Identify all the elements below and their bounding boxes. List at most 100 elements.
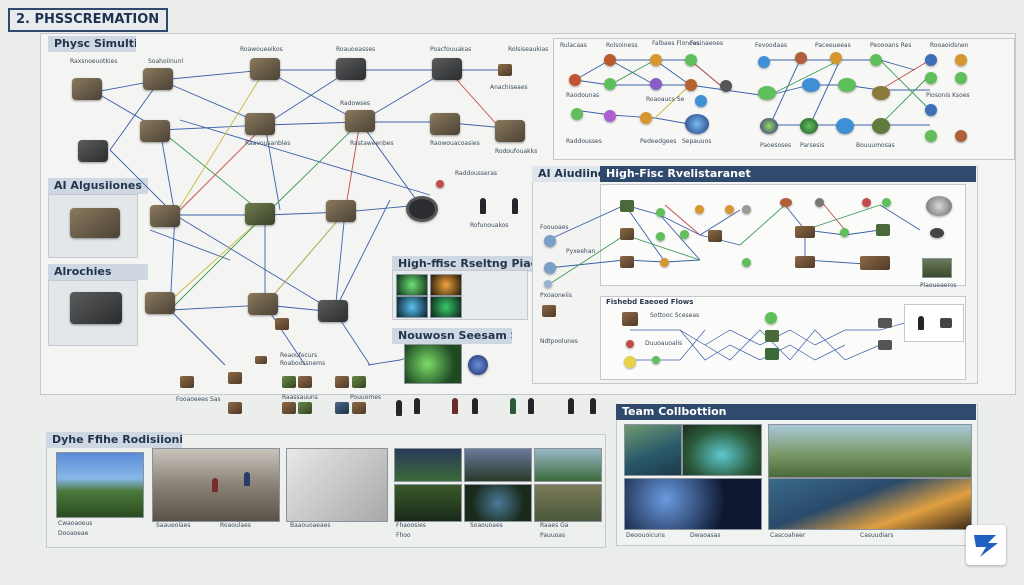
section-header-team: Team Collbottion <box>616 404 976 420</box>
machine-icon <box>876 224 890 236</box>
machine-icon <box>878 340 892 350</box>
machine-icon <box>620 200 634 212</box>
thumbnail-caption: Fhoo <box>396 532 411 539</box>
page-title-text: PHSSCREMATION <box>34 12 160 27</box>
node-orb <box>544 262 556 274</box>
flow-sub-title: Fishebd Eaeoed Flows <box>606 298 694 306</box>
node-orb <box>870 54 882 66</box>
rock-icon <box>926 196 952 216</box>
landscape-thumbnail <box>464 448 532 482</box>
thumbnail-caption: Casuudiars <box>860 532 894 539</box>
machine-node <box>140 120 170 142</box>
node-caption: Bouuumosas <box>856 142 895 149</box>
section-header-arches: Alrochies <box>48 264 148 280</box>
node-orb <box>872 86 890 100</box>
figure-icon <box>472 398 478 414</box>
node-caption: Paceeueeas <box>815 42 851 49</box>
node-orb <box>758 56 770 68</box>
red-sensor-icon <box>436 180 444 188</box>
machine-node <box>430 113 460 135</box>
part-icon <box>228 372 242 384</box>
node-caption: Soahoiinunl <box>148 58 184 65</box>
node-caption: Plaoueaeros <box>920 282 957 289</box>
render-thumbnail <box>430 296 462 318</box>
node-orb <box>760 118 778 134</box>
space-thumbnail <box>624 478 762 530</box>
node-orb <box>836 118 854 134</box>
part-icon <box>352 402 366 414</box>
machine-icon <box>498 64 512 76</box>
part-icon <box>298 402 312 414</box>
landscape-thumbnail <box>56 452 144 518</box>
node-orb <box>571 108 583 120</box>
node-orb <box>800 118 818 134</box>
thumbnail-caption: Pauuoas <box>540 532 566 539</box>
figure-icon <box>244 472 250 486</box>
node-caption: Rastaweenbes <box>350 140 394 147</box>
node-orb <box>925 130 937 142</box>
node-orb <box>862 198 871 207</box>
node-caption: Anachiseaes <box>490 84 528 91</box>
machine-node <box>145 292 175 314</box>
thumbnail-caption: Dwaoasas <box>690 532 721 539</box>
node-caption: Raowouacoasies <box>430 140 480 147</box>
figure-icon <box>414 398 420 414</box>
node-orb <box>925 54 937 66</box>
landscape-thumbnail <box>624 424 682 476</box>
node-caption: Fasinaeoes <box>690 40 724 47</box>
figure-icon <box>510 398 516 414</box>
node-caption: Sottooc Sceseas <box>650 312 700 319</box>
part-icon <box>282 376 296 388</box>
node-orb <box>685 54 697 66</box>
node-orb <box>695 205 704 214</box>
node-caption: Raassauuns <box>282 394 318 401</box>
node-caption: Rofunouakos <box>470 222 509 229</box>
node-orb <box>838 78 856 92</box>
neuron-thumbnail <box>404 344 462 384</box>
node-orb <box>742 258 751 267</box>
machine-icon <box>620 228 634 240</box>
machine-icon <box>795 226 815 238</box>
machine-node <box>72 78 102 100</box>
thumbnail-caption: Fhaoosies <box>396 522 426 529</box>
machine-icon <box>765 330 779 342</box>
machine-node <box>495 120 525 142</box>
node-orb <box>650 54 662 66</box>
page-title: 2. PHSSCREMATION <box>8 8 168 32</box>
landscape-thumbnail <box>768 424 972 478</box>
machine-icon <box>275 318 289 330</box>
ring-device-icon <box>406 196 438 222</box>
node-orb <box>780 198 792 207</box>
node-caption: Roaboossnems <box>280 360 326 367</box>
landscape-thumbnail <box>682 424 762 476</box>
node-caption: Peoooans Res <box>870 42 912 49</box>
node-orb <box>680 230 689 239</box>
thumbnail-caption: Soaouoaes <box>470 522 503 529</box>
render-thumbnail <box>430 274 462 296</box>
node-orb <box>802 78 820 92</box>
node-orb <box>955 72 967 84</box>
machine-icon <box>878 318 892 328</box>
node-orb <box>695 95 707 107</box>
section-header-physics: Physc Simultions <box>48 36 136 52</box>
node-orb <box>604 78 616 90</box>
machine-node <box>78 140 108 162</box>
machine-node <box>245 113 275 135</box>
machine-icon <box>940 318 952 328</box>
node-orb <box>569 74 581 86</box>
arches-panel <box>48 280 138 346</box>
figure-icon <box>512 198 518 214</box>
node-caption: Foouoaes <box>540 224 569 231</box>
machine-icon <box>620 256 634 268</box>
node-orb <box>685 79 697 91</box>
part-icon <box>255 356 267 364</box>
node-orb <box>955 54 967 66</box>
node-caption: Roaoaucs Se <box>646 96 685 103</box>
node-caption: Falbaes Flonces <box>652 40 700 47</box>
landscape-thumbnail <box>768 478 972 530</box>
node-orb <box>925 104 937 116</box>
node-orb <box>882 198 891 207</box>
landscape-thumbnail <box>534 448 602 482</box>
ai-graph-frame <box>553 38 1015 160</box>
